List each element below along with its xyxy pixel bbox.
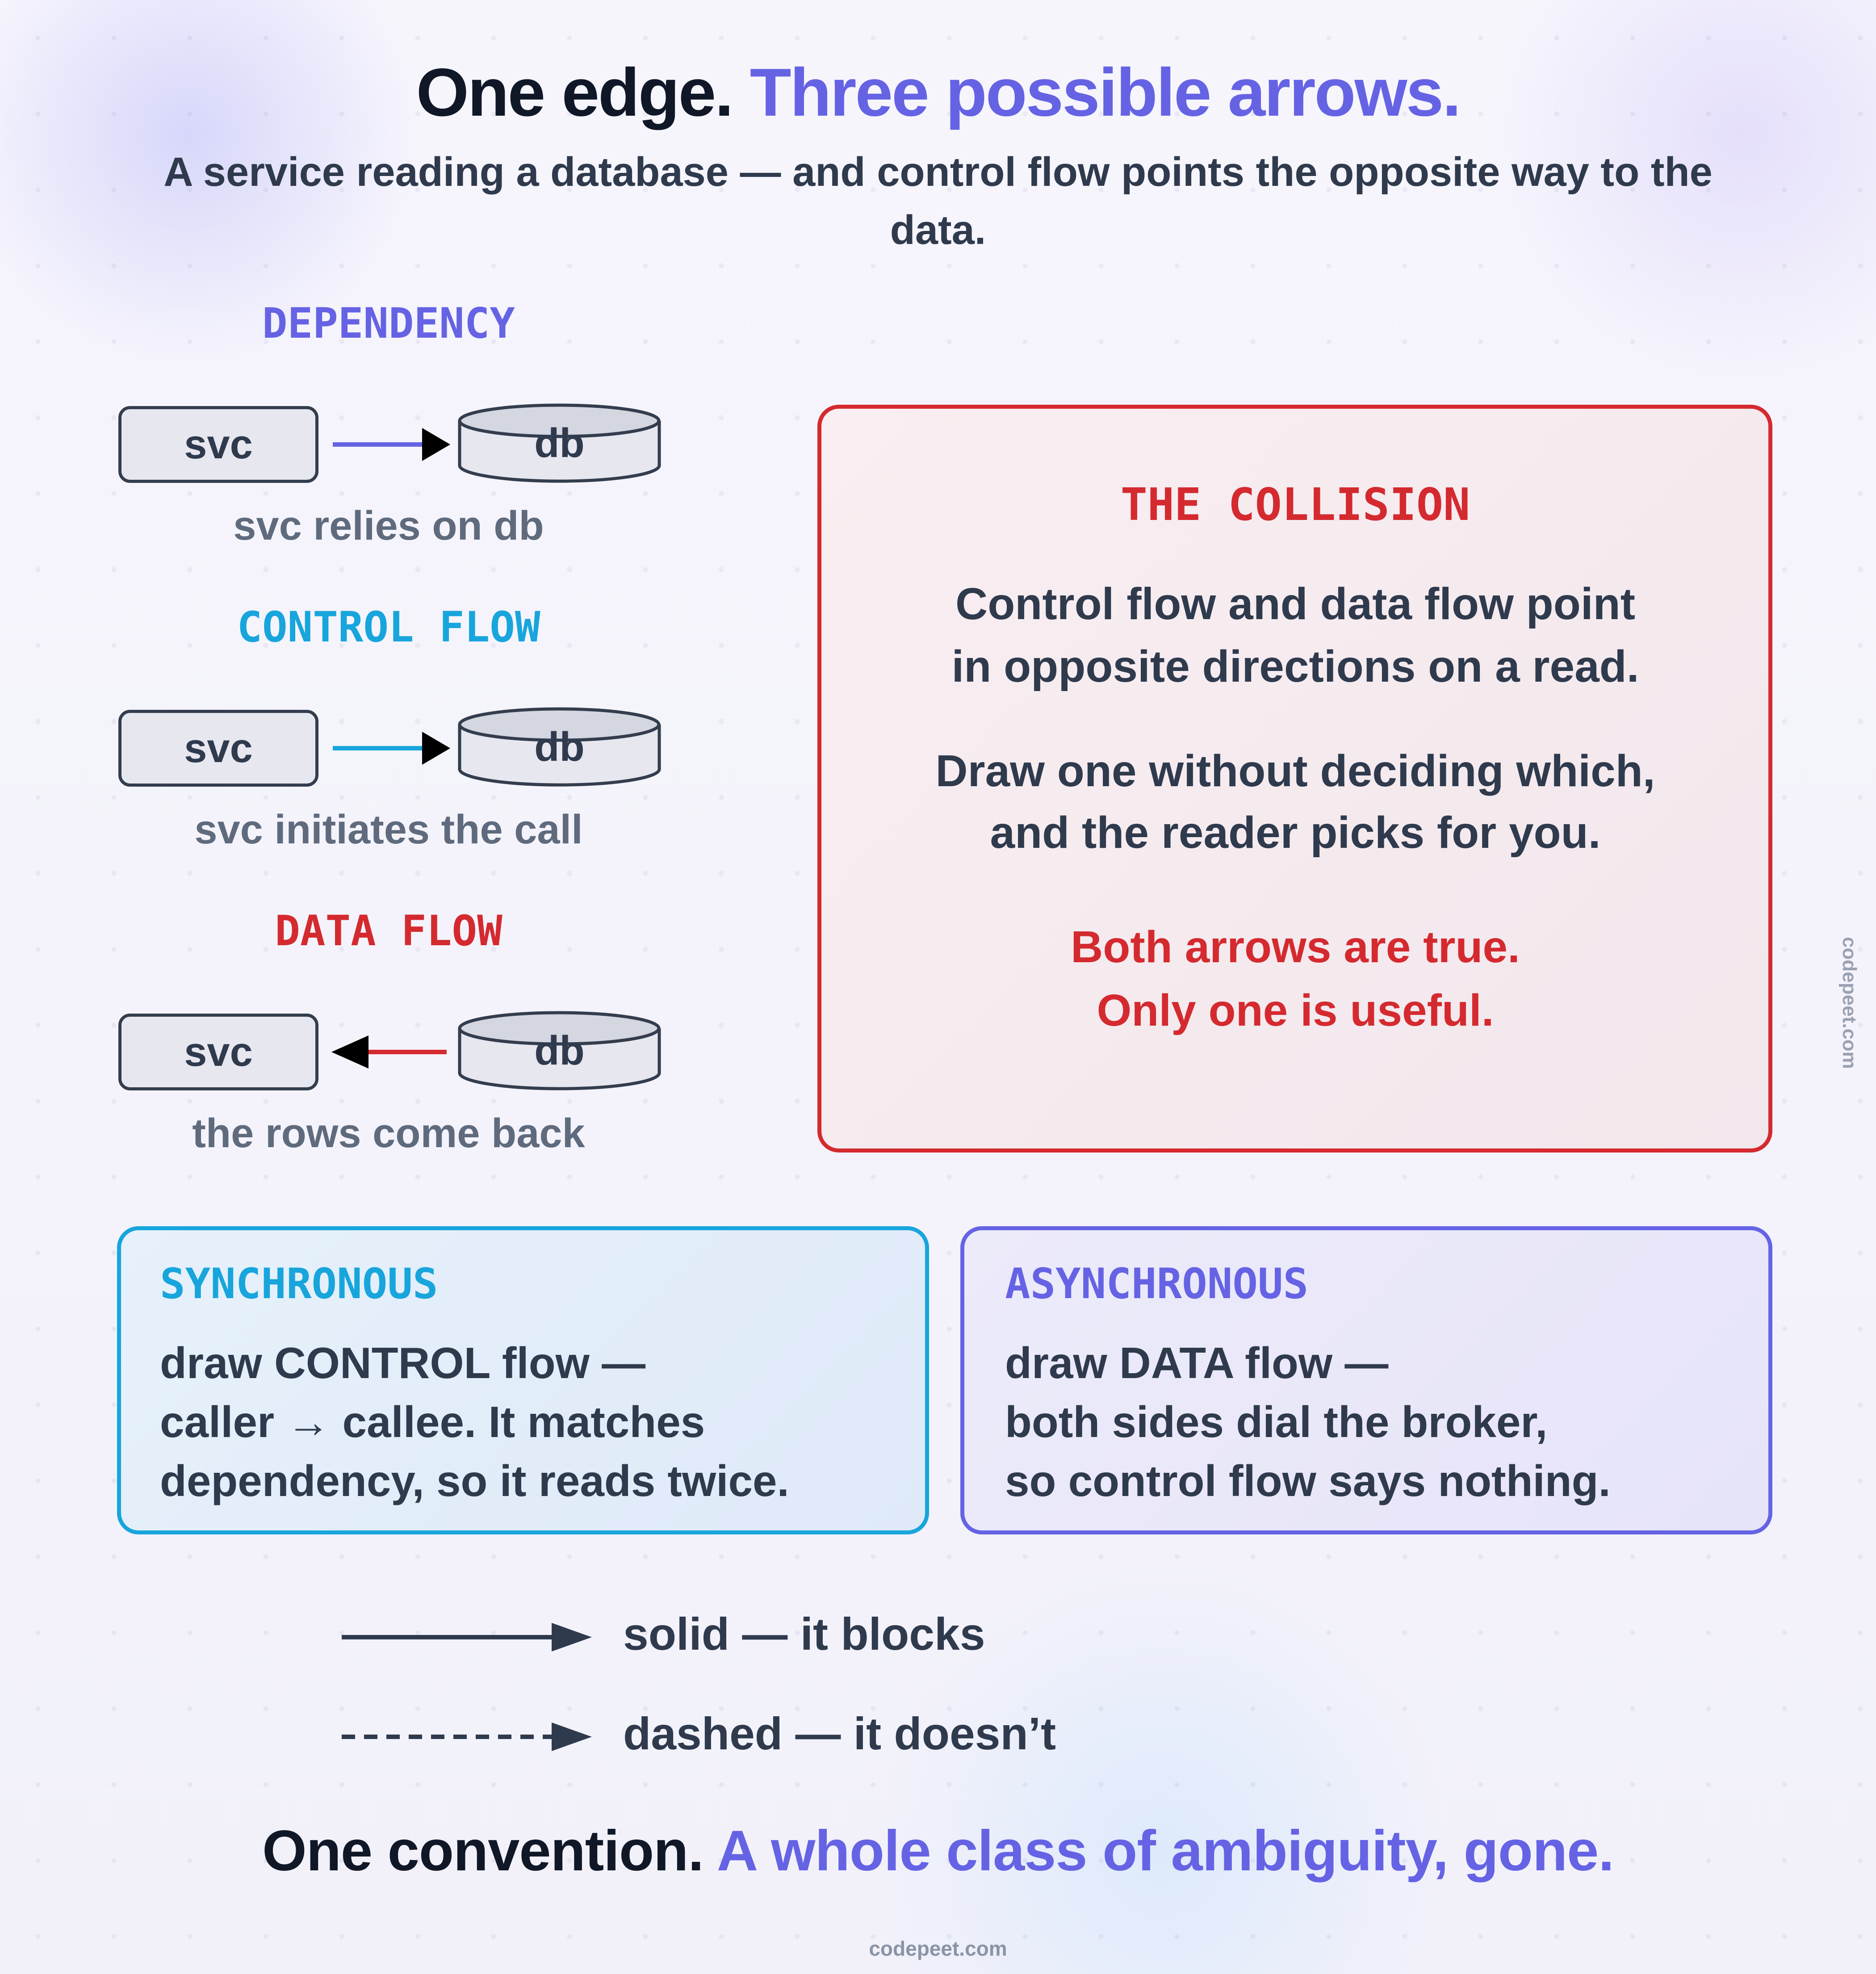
side-brand: codepeet.com — [1838, 937, 1860, 1069]
dependency-caption: svc relies on db — [233, 503, 544, 549]
dependency-svc-label: svc — [184, 421, 253, 467]
control-flow-db-label: db — [534, 724, 585, 770]
synchronous-card — [117, 1226, 929, 1534]
legend-dashed-label: dashed — it doesn’t — [623, 1708, 1056, 1759]
data-flow-arrow — [331, 1035, 447, 1069]
side-brand-container: codepeet.com — [1831, 937, 1867, 1069]
collision-panel — [817, 405, 1772, 1153]
closing-main: One convention. — [262, 1819, 704, 1883]
data-flow-svc-node: svc — [118, 1014, 318, 1090]
synchronous-line2: caller → callee. It matches — [160, 1397, 705, 1446]
asynchronous-heading: ASYNCHRONOUS — [1005, 1260, 1309, 1308]
collision-para1-line2: in opposite directions on a read. — [951, 641, 1639, 692]
dashed-arrow-sample — [342, 1723, 592, 1751]
asynchronous-line1: draw DATA flow — — [1005, 1338, 1389, 1387]
database-cylinder-icon — [458, 1011, 661, 1090]
dependency-arrow — [333, 428, 450, 461]
synchronous-line1: draw CONTROL flow — — [160, 1338, 646, 1387]
dependency-svc-node: svc — [118, 406, 318, 483]
legend-solid-label: solid — it blocks — [623, 1609, 985, 1660]
dependency-db-node: db — [458, 402, 661, 487]
collision-para1-line1: Control flow and data flow point — [955, 579, 1636, 629]
data-flow-db-label: db — [534, 1028, 585, 1073]
dependency-db-label: db — [534, 420, 585, 466]
closing-statement: One convention. A whole class of ambigui… — [0, 1818, 1876, 1884]
collision-punch-line2: Only one is useful. — [1097, 985, 1494, 1035]
dependency-heading: DEPENDENCY — [262, 299, 515, 348]
title-accent: Three possible arrows. — [750, 54, 1461, 130]
closing-accent: A whole class of ambiguity, gone. — [716, 1819, 1614, 1883]
asynchronous-line2: both sides dial the broker, — [1005, 1397, 1548, 1446]
data-flow-svc-label: svc — [184, 1029, 253, 1075]
data-flow-caption: the rows come back — [192, 1111, 585, 1156]
control-flow-db-node: db — [458, 706, 661, 791]
control-flow-svc-label: svc — [184, 725, 253, 771]
asynchronous-line3: so control flow says nothing. — [1005, 1456, 1611, 1505]
control-flow-heading: CONTROL FLOW — [237, 603, 540, 652]
footer-brand: codepeet.com — [869, 1937, 1007, 1960]
database-cylinder-icon — [458, 707, 661, 787]
title-main: One edge. — [416, 54, 734, 130]
collision-heading: THE COLLISION — [1120, 478, 1470, 531]
control-flow-svc-node: svc — [118, 710, 318, 787]
collision-punch-line1: Both arrows are true. — [1071, 922, 1520, 972]
page-title: One edge. Three possible arrows. — [0, 54, 1876, 132]
collision-para2-line2: and the reader picks for you. — [990, 808, 1601, 858]
solid-arrow-sample — [342, 1623, 592, 1651]
collision-para2-line1: Draw one without deciding which, — [935, 746, 1655, 796]
control-flow-arrow — [333, 732, 450, 765]
control-flow-caption: svc initiates the call — [194, 807, 583, 852]
asynchronous-card — [960, 1226, 1772, 1534]
synchronous-heading: SYNCHRONOUS — [160, 1260, 438, 1308]
data-flow-db-node: db — [458, 1010, 661, 1094]
page-subtitle: A service reading a database — and contr… — [163, 149, 1713, 253]
database-cylinder-icon — [458, 403, 661, 483]
data-flow-heading: DATA FLOW — [275, 907, 502, 956]
synchronous-line3: dependency, so it reads twice. — [160, 1456, 789, 1505]
